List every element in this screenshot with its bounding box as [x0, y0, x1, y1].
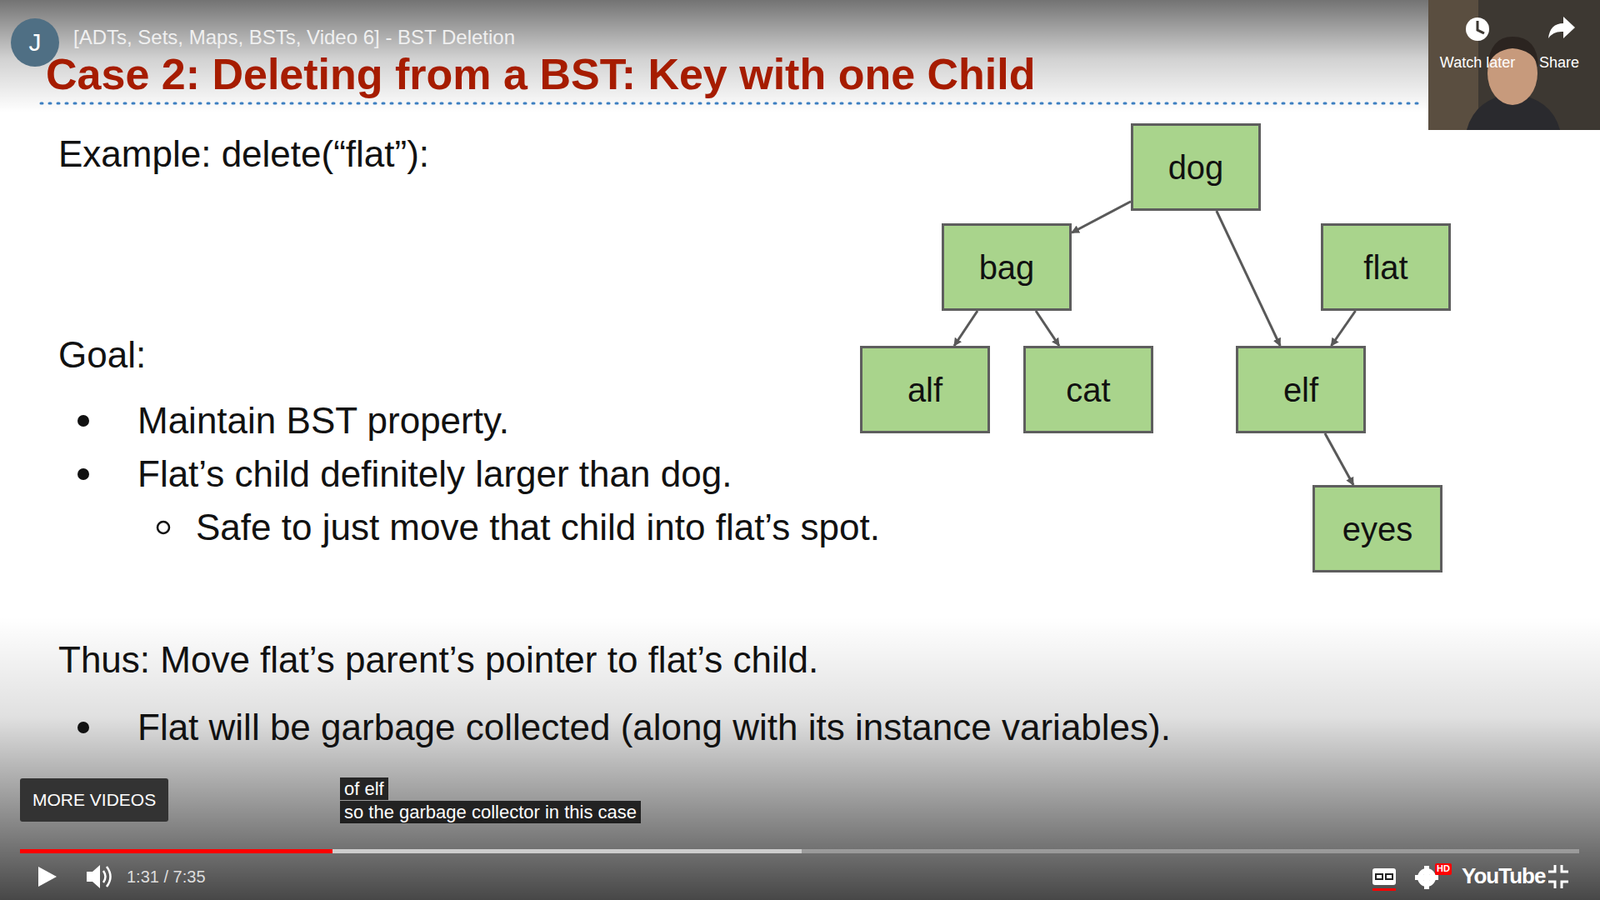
caption-line: so the garbage collector in this case — [340, 800, 641, 825]
webcam — [1428, 0, 1600, 130]
tree-pointer — [1071, 201, 1131, 234]
video-title: [ADTs, Sets, Maps, BSTs, Video 6] - BST … — [73, 25, 515, 50]
tree-pointer — [1330, 310, 1355, 346]
progress-played — [20, 849, 333, 854]
node-label: eyes — [1342, 509, 1414, 550]
tree-node-box: dog — [1130, 123, 1261, 211]
cc-icon — [1372, 868, 1396, 891]
progress-track — [20, 849, 1580, 854]
tree-node-box: eyes — [1312, 485, 1443, 573]
tree-node-box: elf — [1235, 345, 1366, 434]
sub-bullet-text: Safe to just move that child into flat’s… — [195, 505, 880, 550]
tree-pointer — [1035, 310, 1060, 346]
bullet-text: Flat’s child definitely larger than dog. — [137, 452, 732, 497]
node-label: cat — [1065, 370, 1110, 410]
tree-pointer — [1325, 433, 1354, 485]
youtube-logo: YouTube — [1461, 863, 1545, 890]
node-label: flat — [1363, 247, 1408, 288]
node-label: dog — [1168, 147, 1225, 188]
play-icon — [38, 866, 57, 887]
slide-text: Example: delete(“flat”): — [58, 132, 430, 177]
node-label: bag — [979, 247, 1035, 288]
bullet — [77, 468, 90, 480]
slide-title: Case 2: Deleting from a BST: Key with on… — [45, 48, 1036, 100]
bullet — [77, 415, 90, 427]
caption-line: of elf — [340, 777, 389, 801]
tree-pointer — [1216, 210, 1280, 346]
more-videos-button: MORE VIDEOS — [20, 778, 169, 822]
bullet-text: Maintain BST property. — [137, 399, 510, 444]
tree-node-box: alf — [860, 345, 990, 434]
dotted-rule — [40, 102, 1419, 105]
time-display: 1:31 / 7:35 — [126, 866, 206, 887]
watch-later-text: Watch later — [1440, 54, 1515, 73]
tree-node-box: cat — [1023, 345, 1154, 434]
node-label: elf — [1283, 370, 1319, 410]
clock-icon — [1465, 17, 1490, 41]
channel-avatar: J — [10, 18, 60, 67]
slide-text: Goal: — [58, 333, 146, 378]
bullet-text: Flat will be garbage collected (along wi… — [137, 705, 1171, 750]
tree-node-box: flat — [1320, 223, 1451, 311]
bullet — [77, 721, 90, 734]
fullscreen-exit-icon — [1548, 865, 1569, 889]
progress-loaded — [20, 849, 802, 854]
tree-pointer — [954, 310, 978, 346]
slide-text: Thus: Move flat’s parent’s pointer to fl… — [58, 638, 819, 683]
share-icon — [1548, 16, 1575, 39]
tree-node-box: bag — [941, 223, 1072, 311]
volume-icon — [86, 865, 111, 889]
hd-badge: HD — [1435, 863, 1452, 875]
sub-bullet — [157, 521, 170, 534]
node-label: alf — [907, 370, 943, 410]
share-text: Share — [1539, 54, 1580, 73]
clock-hand — [1477, 20, 1485, 34]
